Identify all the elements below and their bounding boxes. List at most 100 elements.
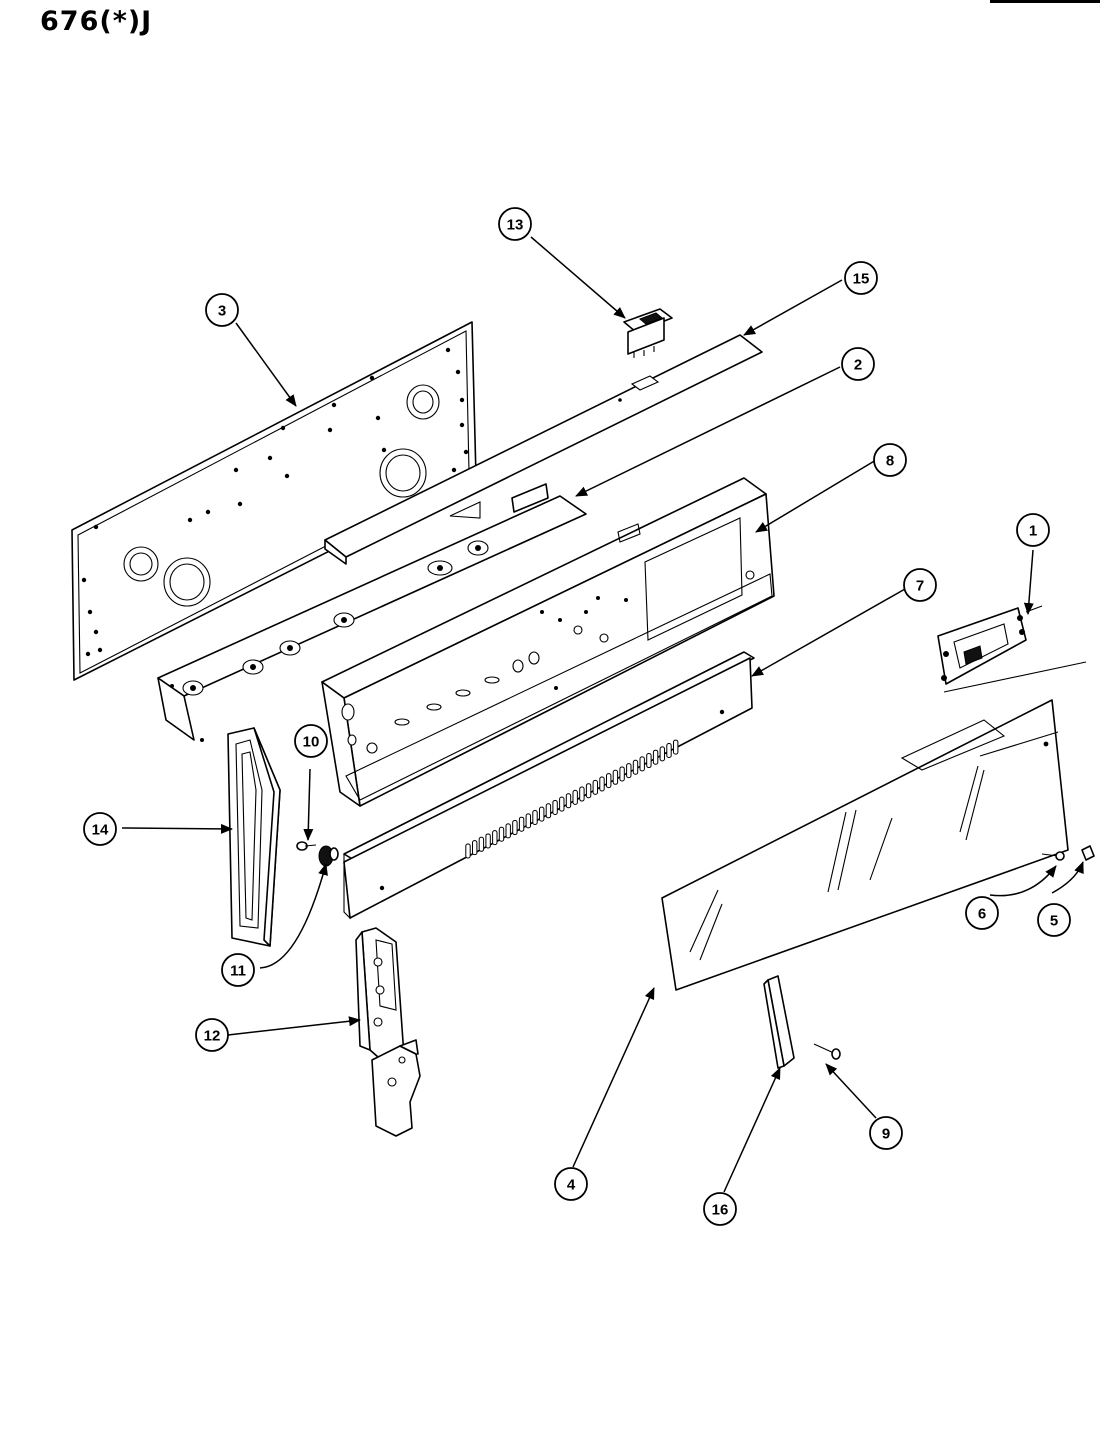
vent-slot [559, 796, 565, 812]
callout-16: 16 [703, 1192, 737, 1226]
callout-label: 6 [978, 906, 986, 923]
callout-3: 3 [205, 293, 239, 327]
vent-slot [532, 810, 538, 825]
callout-5: 5 [1037, 903, 1071, 937]
callout-6: 6 [965, 896, 999, 930]
callout-13: 13 [498, 207, 532, 241]
vent-slot [585, 783, 592, 799]
vent-slot [478, 836, 485, 852]
vent-slot [545, 803, 552, 819]
callout-14: 14 [83, 812, 117, 846]
control-board-part-1 [937, 605, 1087, 693]
vent-slot [525, 813, 531, 829]
end-cap-part-14 [227, 727, 281, 947]
vent-slot [518, 816, 525, 832]
callout-label: 5 [1050, 913, 1058, 930]
rear-panel-part-3 [71, 321, 477, 681]
callout-circle [83, 812, 117, 846]
callout-circle [841, 347, 875, 381]
vent-slot [652, 749, 659, 765]
callout-label: 7 [916, 578, 924, 595]
corner-rule [990, 0, 1100, 3]
mounting-bracket-part-12 [355, 927, 421, 1137]
callout-9: 9 [869, 1116, 903, 1150]
callout-label: 16 [712, 1202, 729, 1219]
vent-slot [673, 739, 679, 755]
callout-circle [294, 724, 328, 758]
callout-15: 15 [844, 261, 878, 295]
callout-circle [498, 207, 532, 241]
callout-label: 14 [92, 822, 109, 839]
callout-label: 2 [854, 357, 862, 374]
callout-circle [1037, 903, 1071, 937]
vent-slot [579, 786, 585, 802]
glass-panel-part-4 [661, 699, 1069, 991]
callout-label: 9 [882, 1126, 890, 1143]
callout-circle [873, 443, 907, 477]
top-trim-part-15 [324, 334, 763, 565]
callout-circle [869, 1116, 903, 1150]
trim-bar-part-16 [763, 975, 795, 1069]
vent-slot [505, 823, 511, 839]
vent-slot [606, 773, 612, 789]
vent-slot [512, 820, 518, 836]
vent-slot [472, 840, 478, 856]
bushing-part-11 [318, 845, 339, 867]
callout-10: 10 [294, 724, 328, 758]
callout-circle [221, 953, 255, 987]
vent-slot [632, 759, 639, 775]
screw-part-6 [1041, 851, 1065, 861]
vent-slot [572, 789, 578, 805]
callout-label: 13 [507, 217, 524, 234]
vent-slot [492, 830, 498, 846]
callout-circle [195, 1018, 229, 1052]
vent-slot [626, 763, 632, 779]
screw-part-10 [296, 841, 317, 851]
valve-bracket-part-2 [157, 483, 587, 742]
callout-circle [554, 1167, 588, 1201]
control-housing-part-8 [321, 477, 775, 807]
clip-part-5 [1081, 845, 1095, 861]
screw-part-9 [813, 1043, 841, 1060]
callout-circle [205, 293, 239, 327]
page-title: 676(*)J [40, 6, 153, 37]
callout-label: 11 [230, 963, 246, 980]
callout-4: 4 [554, 1167, 588, 1201]
vent-slot [539, 806, 545, 822]
vent-slot [646, 753, 652, 769]
vent-slot [485, 833, 491, 849]
callout-label: 8 [886, 453, 894, 470]
vent-slot [565, 793, 572, 809]
callout-8: 8 [873, 443, 907, 477]
callout-11: 11 [221, 953, 255, 987]
vent-slot [639, 756, 645, 772]
vented-front-panel-part-7 [343, 651, 755, 920]
vent-slot [498, 826, 505, 842]
callout-circle [703, 1192, 737, 1226]
callout-label: 3 [218, 303, 226, 320]
callout-label: 15 [853, 271, 870, 288]
vent-slot [612, 769, 619, 785]
vent-slot [465, 843, 471, 859]
vent-slot [666, 743, 672, 758]
vent-slot [659, 746, 665, 762]
callout-circle [903, 568, 937, 602]
vent-slot [592, 779, 598, 795]
leader-lines [121, 236, 1084, 1193]
callout-7: 7 [903, 568, 937, 602]
callout-12: 12 [195, 1018, 229, 1052]
callout-label: 12 [204, 1028, 221, 1045]
callout-circle [965, 896, 999, 930]
callout-circle [1016, 513, 1050, 547]
callout-circle [844, 261, 878, 295]
vent-slot [552, 799, 558, 815]
rocker-switch-part-13 [623, 308, 673, 358]
callout-label: 4 [567, 1177, 576, 1194]
callout-2: 2 [841, 347, 875, 381]
vent-slot [619, 766, 625, 782]
vent-slot [599, 776, 605, 792]
callout-1: 1 [1016, 513, 1050, 547]
callout-label: 10 [303, 734, 320, 751]
callout-label: 1 [1029, 523, 1037, 540]
